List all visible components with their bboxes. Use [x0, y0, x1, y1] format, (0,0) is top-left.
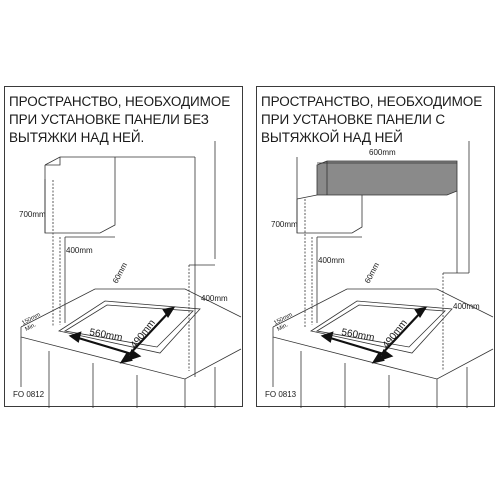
dim-400-side-label: 400mm: [201, 294, 228, 303]
dim-490-label: 490mm: [381, 318, 410, 351]
dim-60-label: 60mm: [111, 261, 130, 285]
dim-min-text-line: Min.: [276, 322, 289, 333]
panel-heading: ПРОСТРАНСТВО, НЕОБХОДИМОЕ ПРИ УСТАНОВКЕ …: [261, 94, 483, 145]
dim-400-side-label: 400mm: [453, 302, 480, 311]
dim-min-label: 150mm Min.: [21, 311, 46, 333]
dim-700-label: 700mm: [271, 220, 298, 229]
figure-code: FO 0812: [13, 390, 45, 399]
figure-code: FO 0813: [265, 390, 297, 399]
dim-min-label: 150mm Min.: [273, 311, 298, 333]
dim-400-vertical-label: 400mm: [318, 256, 345, 265]
dim-600-label: 600mm: [369, 148, 396, 157]
dim-60-label: 60mm: [363, 261, 382, 285]
dim-700-label: 700mm: [19, 210, 46, 219]
diagram-panel-no-hood: ПРОСТРАНСТВО, НЕОБХОДИМОЕ ПРИ УСТАНОВКЕ …: [4, 86, 243, 408]
installation-diagram: 700mm 400mm 400mm 60mm 560mm 490mm 150mm…: [13, 141, 242, 408]
panel-heading: ПРОСТРАНСТВО, НЕОБХОДИМОЕ ПРИ УСТАНОВКЕ …: [9, 94, 231, 145]
diagram-panel-with-hood: ПРОСТРАНСТВО, НЕОБХОДИМОЕ ПРИ УСТАНОВКЕ …: [256, 86, 495, 408]
dim-490-label: 490mm: [129, 318, 158, 351]
dim-400-vertical-label: 400mm: [66, 246, 93, 255]
dim-min-text-line: Min.: [24, 322, 37, 333]
installation-diagram: 600mm 700mm 400mm 400mm 60mm 560mm 490mm…: [265, 141, 494, 408]
